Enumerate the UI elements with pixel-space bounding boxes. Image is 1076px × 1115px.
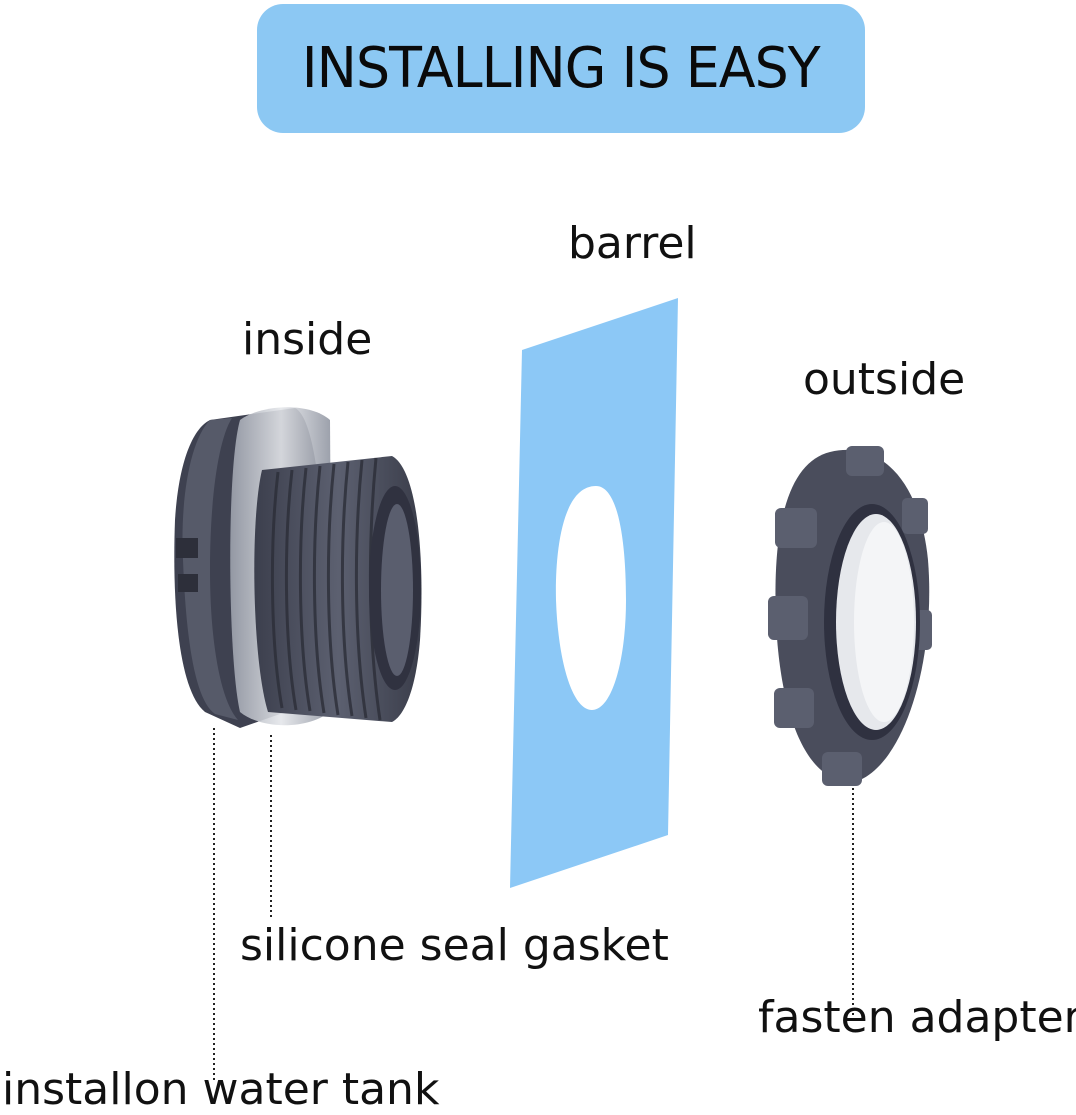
gasket-label: silicone seal gasket <box>240 920 669 971</box>
adapter-label: fasten adapter <box>758 992 1076 1043</box>
inside-fitting <box>174 407 422 728</box>
title-banner: INSTALLING IS EASY <box>257 4 865 133</box>
outside-label: outside <box>803 354 966 405</box>
barrel-label: barrel <box>568 218 697 269</box>
inside-label: inside <box>242 314 373 365</box>
barrel-sheet <box>510 298 678 888</box>
tank-label: installon water tank <box>2 1064 440 1115</box>
title-text: INSTALLING IS EASY <box>302 36 821 101</box>
outside-nut <box>768 446 932 786</box>
